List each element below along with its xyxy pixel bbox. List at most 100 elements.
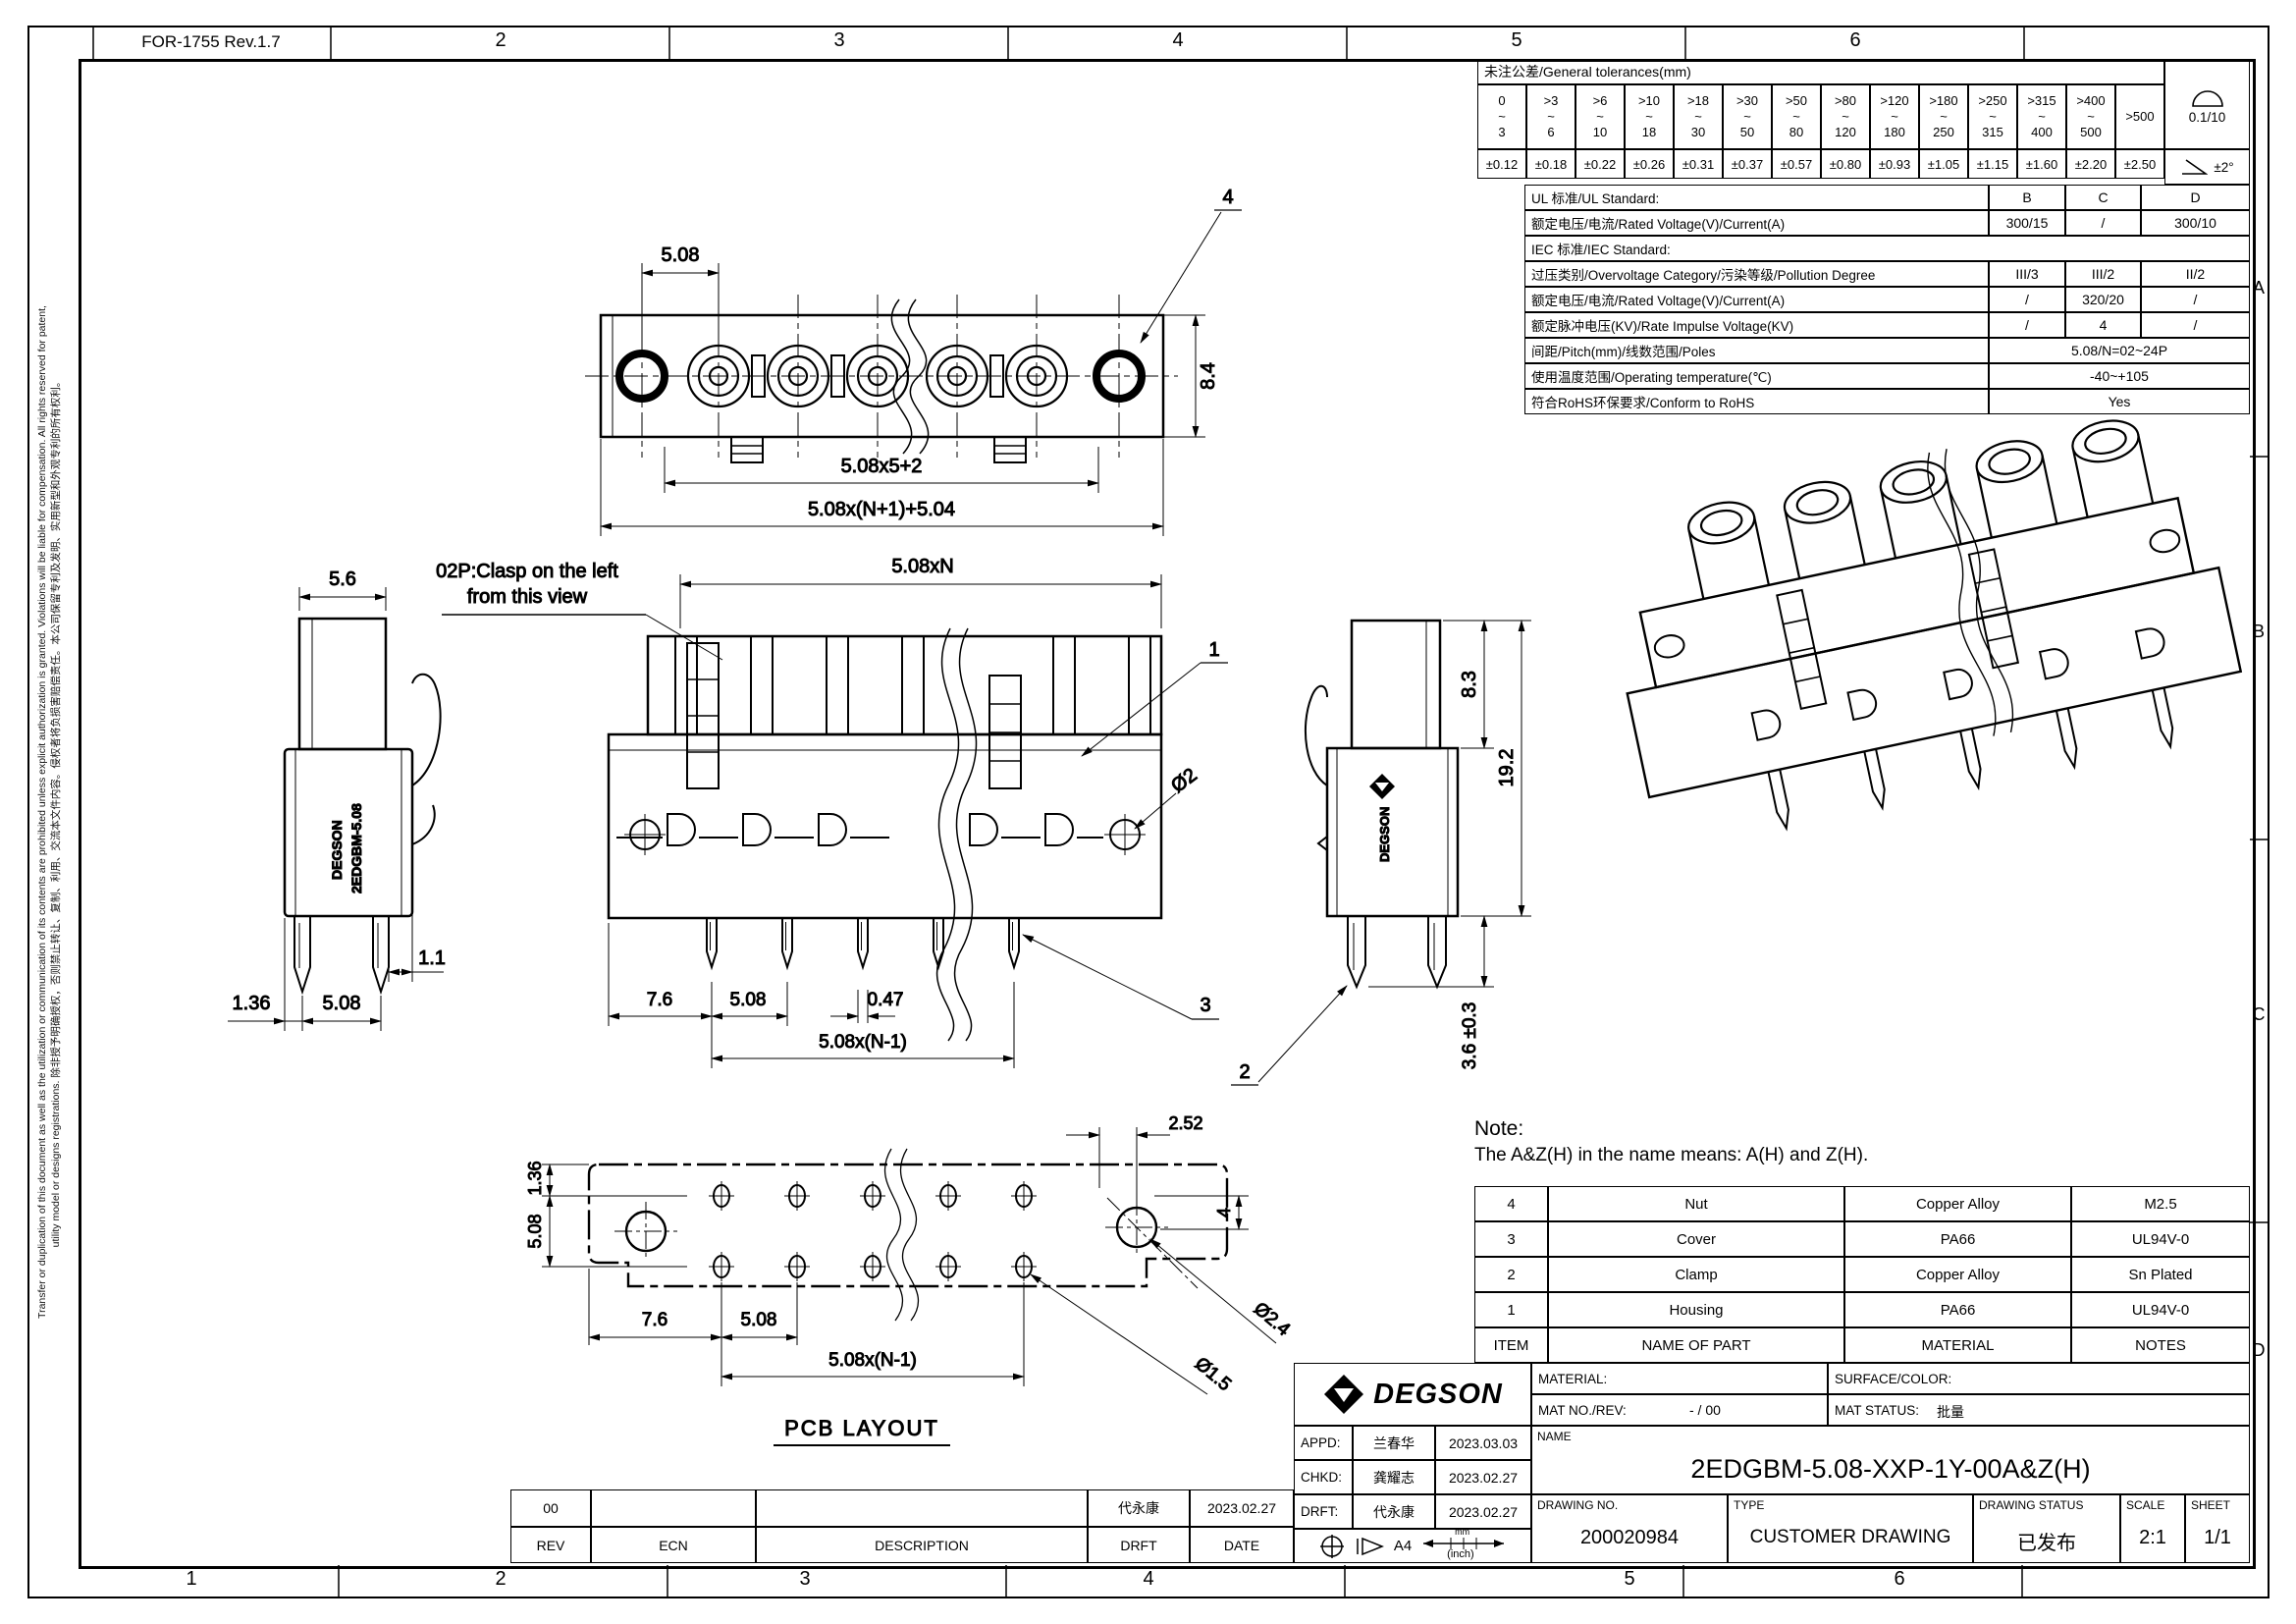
front-note-1: 02P:Clasp on the left bbox=[436, 561, 618, 582]
tolerance-values: ±0.12±0.18±0.22±0.26±0.31±0.37±0.57±0.80… bbox=[1477, 149, 2164, 179]
unit-inch: (inch) bbox=[1447, 1547, 1474, 1560]
parts-row: 4 Nut Copper Alloy M2.5 bbox=[1474, 1186, 2250, 1221]
tolerance-range-cell: >120 ~ 180 bbox=[1870, 84, 1919, 149]
dim-pcb-d5: 7.6 bbox=[642, 1310, 667, 1330]
chkd-date: 2023.02.27 bbox=[1435, 1460, 1531, 1494]
spec-row-1-b: 300/15 bbox=[1989, 210, 2065, 236]
type-value: CUSTOMER DRAWING bbox=[1749, 1527, 1951, 1547]
pcb-layout-title: PCB LAYOUT bbox=[784, 1416, 939, 1440]
unit-mm: mm bbox=[1455, 1526, 1470, 1537]
rev-date-header: DATE bbox=[1190, 1527, 1294, 1563]
spec-row-4-d: / bbox=[2141, 287, 2250, 312]
scale-cell: SCALE 2:1 bbox=[2120, 1494, 2185, 1563]
inner-frame bbox=[79, 59, 2256, 1569]
zone-right-B: B bbox=[2252, 622, 2265, 641]
units-ruler: mm (inch) bbox=[1421, 1527, 1506, 1561]
tolerance-table-title: 未注公差/General tolerances(mm) bbox=[1477, 59, 2164, 84]
zone-bottom-3: 3 bbox=[799, 1568, 811, 1590]
spec-row-3-c: III/2 bbox=[2065, 261, 2141, 287]
tolerance-value-cell: ±0.18 bbox=[1526, 149, 1575, 179]
ruler-icon bbox=[1423, 1537, 1505, 1549]
tolerance-value-cell: ±0.93 bbox=[1870, 149, 1919, 179]
zone-bottom-1: 1 bbox=[186, 1568, 197, 1590]
tolerance-value-cell: ±0.22 bbox=[1575, 149, 1625, 179]
desc-value bbox=[756, 1489, 1088, 1527]
dim-top-pitch: 5.08 bbox=[662, 244, 700, 266]
status-value: 已发布 bbox=[2017, 1533, 2076, 1554]
scale-label: SCALE bbox=[2126, 1498, 2165, 1512]
view-isometric bbox=[1626, 419, 2243, 832]
tolerance-range-cell: >400 ~ 500 bbox=[2066, 84, 2115, 149]
matno-label: MAT NO./REV: bbox=[1538, 1403, 1627, 1418]
matno-value: - / 00 bbox=[1689, 1402, 1721, 1418]
matstatus-label: MAT STATUS: bbox=[1835, 1403, 1920, 1418]
drft-label: DRFT: bbox=[1294, 1494, 1353, 1529]
dim-left-width: 5.6 bbox=[329, 568, 356, 590]
tolerance-range-cell: >6 ~ 10 bbox=[1575, 84, 1625, 149]
type-cell: TYPE CUSTOMER DRAWING bbox=[1728, 1494, 1973, 1563]
type-label: TYPE bbox=[1734, 1498, 1765, 1512]
rev-header: REV bbox=[510, 1527, 591, 1563]
sheet-cell: SHEET 1/1 bbox=[2185, 1494, 2250, 1563]
rev-drft-value: 代永康 bbox=[1088, 1489, 1190, 1527]
spec-row-7-value: -40~+105 bbox=[1989, 363, 2250, 389]
dim-front-span: 5.08xN bbox=[891, 556, 953, 577]
ecn-value bbox=[591, 1489, 756, 1527]
part-item: 1 bbox=[1474, 1292, 1548, 1327]
material-cell: MATERIAL: bbox=[1531, 1363, 1828, 1394]
dim-front-dia: Ø2 bbox=[1167, 764, 1201, 797]
drawing-no-label: DRAWING NO. bbox=[1537, 1498, 1619, 1512]
zone-bottom-6: 6 bbox=[1894, 1568, 1905, 1590]
dim-front-d4: 5.08x(N-1) bbox=[819, 1032, 907, 1053]
zone-bottom-4: 4 bbox=[1143, 1568, 1154, 1590]
sheet-label: SHEET bbox=[2191, 1498, 2231, 1512]
view-left-side: DEGSON 2EDGBM-5.08 5.6 1.1 1.36 5.08 bbox=[228, 568, 446, 1031]
part-name: Cover bbox=[1548, 1221, 1844, 1257]
note-block: Note: The A&Z(H) in the name means: A(H)… bbox=[1474, 1117, 1868, 1166]
spec-row-0-label: UL 标准/UL Standard: bbox=[1524, 185, 1989, 210]
view-right-side: DEGSON 8.3 19.2 3.6 ±0.3 2 bbox=[1231, 619, 1531, 1086]
name-cell: NAME 2EDGBM-5.08-XXP-1Y-00A&Z(H) bbox=[1531, 1426, 2250, 1494]
spec-row-0-b: B bbox=[1989, 185, 2065, 210]
view-pcb-layout: 1.36 5.08 2.52 4 7.6 5.08 5.08x(N-1) Ø2.… bbox=[525, 1113, 1295, 1446]
dim-left-d1: 1.36 bbox=[233, 993, 271, 1014]
spec-row-1-label: 额定电压/电流/Rated Voltage(V)/Current(A) bbox=[1524, 210, 1989, 236]
ecn-header: ECN bbox=[591, 1527, 756, 1563]
note-text: The A&Z(H) in the name means: A(H) and Z… bbox=[1474, 1145, 1869, 1165]
zone-top-5: 5 bbox=[1511, 29, 1522, 51]
tolerance-value-cell: ±0.12 bbox=[1477, 149, 1526, 179]
tolerance-value-cell: ±1.60 bbox=[2017, 149, 2066, 179]
zone-top-3: 3 bbox=[833, 29, 845, 51]
chkd-name: 龚耀志 bbox=[1353, 1460, 1435, 1494]
part-notes: M2.5 bbox=[2071, 1186, 2250, 1221]
spec-row-1-c: / bbox=[2065, 210, 2141, 236]
first-angle-projection-icon bbox=[1319, 1534, 1344, 1558]
scale-value: 2:1 bbox=[2139, 1527, 2166, 1548]
drft-name: 代永康 bbox=[1353, 1494, 1435, 1529]
status-cell: DRAWING STATUS 已发布 bbox=[1973, 1494, 2120, 1563]
part-material: PA66 bbox=[1844, 1292, 2071, 1327]
matstatus-cell: MAT STATUS: 批量 bbox=[1828, 1394, 2250, 1426]
tolerance-range-cell: >500 bbox=[2115, 84, 2164, 149]
tolerance-range-cell: >250 ~ 315 bbox=[1968, 84, 2017, 149]
part-notes: Sn Plated bbox=[2071, 1257, 2250, 1292]
dim-pcb-d2: 5.08 bbox=[525, 1214, 545, 1248]
appd-date: 2023.03.03 bbox=[1435, 1426, 1531, 1460]
matstatus-value: 批量 bbox=[1937, 1404, 1964, 1420]
spec-row-3-d: II/2 bbox=[2141, 261, 2250, 287]
dim-pcb-dia2: Ø1.5 bbox=[1191, 1354, 1235, 1396]
tolerance-range-cell: >315 ~ 400 bbox=[2017, 84, 2066, 149]
tolerance-value-cell: ±0.57 bbox=[1772, 149, 1821, 179]
parts-header-row: ITEM NAME OF PART MATERIAL NOTES bbox=[1474, 1327, 2250, 1363]
dim-front-d3: 0.47 bbox=[868, 990, 904, 1010]
desc-header: DESCRIPTION bbox=[756, 1527, 1088, 1563]
part-material: Copper Alloy bbox=[1844, 1257, 2071, 1292]
zone-top-4: 4 bbox=[1172, 29, 1184, 51]
zone-right-C: C bbox=[2252, 1004, 2266, 1024]
rev-value: 00 bbox=[510, 1489, 591, 1527]
tolerance-range-cell: >3 ~ 6 bbox=[1526, 84, 1575, 149]
zone-right-D: D bbox=[2252, 1340, 2266, 1360]
spec-row-0-c: C bbox=[2065, 185, 2141, 210]
angle-icon bbox=[2182, 159, 2209, 175]
